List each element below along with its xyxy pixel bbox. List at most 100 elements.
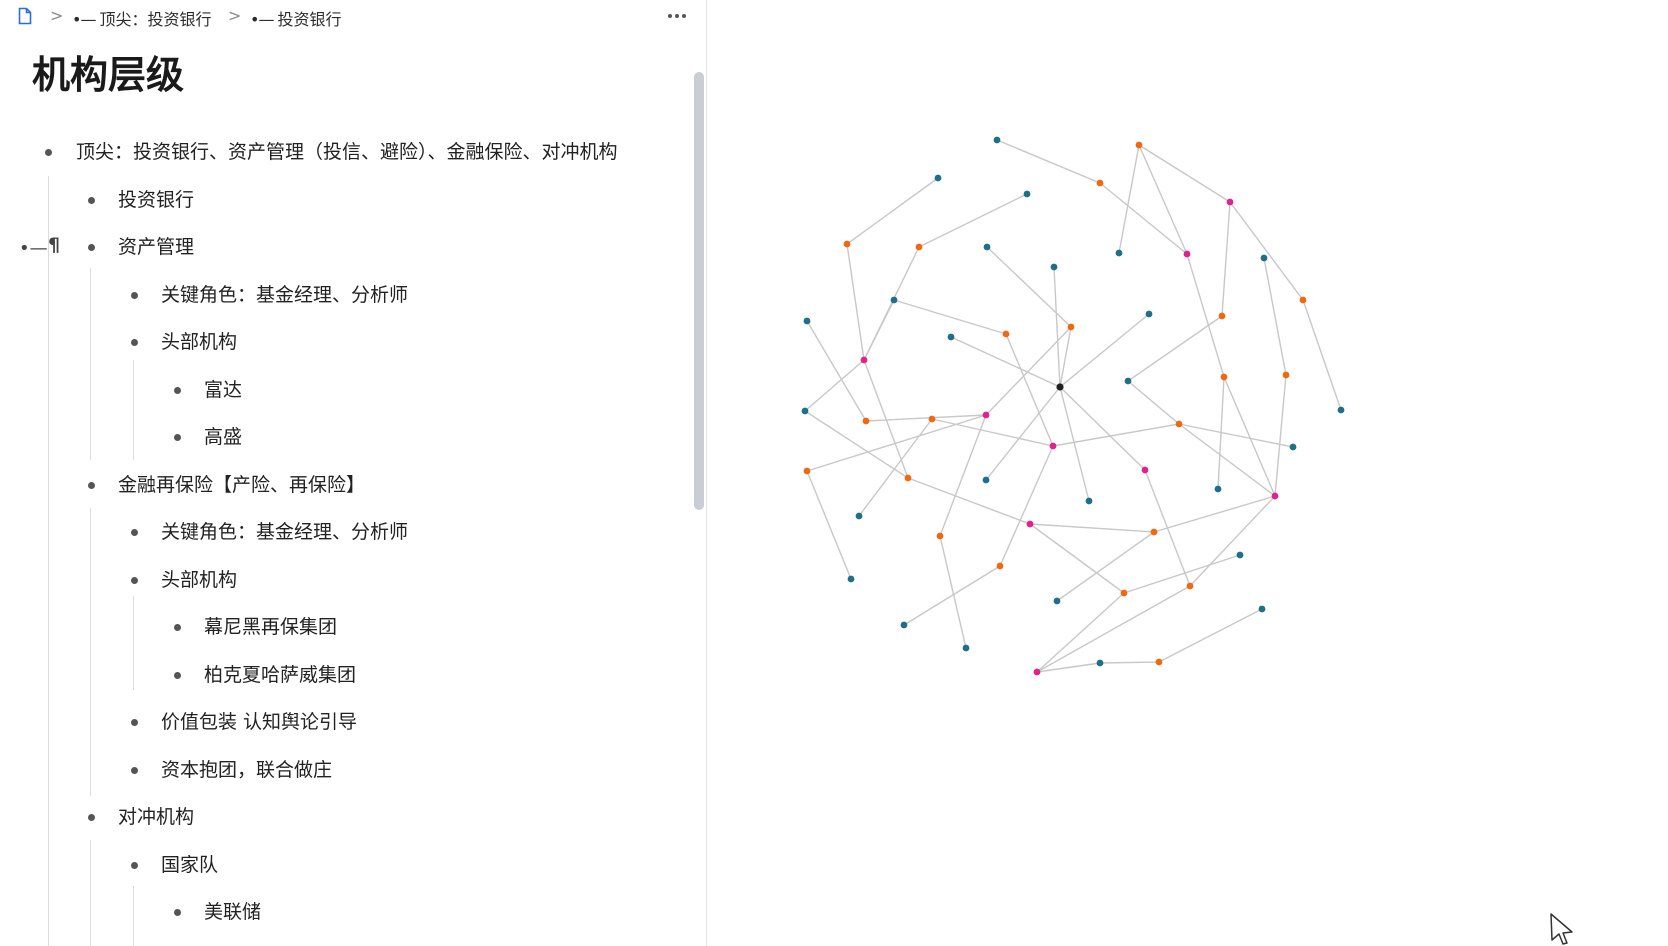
graph-node[interactable] [1124,377,1132,385]
graph-node[interactable] [915,243,923,251]
graph-node[interactable] [947,333,955,341]
bullet-icon[interactable] [131,719,138,726]
outline-item[interactable]: 富达 [0,370,690,410]
graph-node[interactable] [900,621,908,629]
outline-item[interactable]: 顶尖：投资银行、资产管理（投信、避险）、金融保险、对冲机构 [0,132,690,172]
bullet-icon[interactable] [88,481,95,489]
graph-node[interactable] [1186,582,1194,590]
bullet-icon[interactable] [174,671,181,679]
graph-node[interactable] [1236,551,1244,559]
graph-node[interactable] [855,512,863,520]
graph-node[interactable] [1175,420,1183,428]
graph-node[interactable] [1096,179,1104,187]
graph-center-node[interactable] [1056,383,1064,391]
graph-node[interactable] [1135,141,1143,149]
outline-item[interactable]: 资产管理 [0,227,690,267]
bullet-icon[interactable] [174,386,181,394]
breadcrumb-item[interactable]: •—投资银行 [250,6,341,30]
breadcrumb-item[interactable]: •—顶尖：投资银行 [72,6,211,30]
graph-node[interactable] [801,407,809,415]
outline-item[interactable]: 金融再保险【产险、再保险】 [0,465,690,505]
graph-node[interactable] [803,467,811,475]
graph-node[interactable] [1053,597,1061,605]
graph-node[interactable] [928,415,936,423]
graph-node[interactable] [1115,249,1123,257]
paragraph-icon[interactable]: ¶ [48,234,61,256]
graph-node[interactable] [1282,371,1290,379]
graph-node[interactable] [1067,323,1075,331]
graph-node[interactable] [1337,406,1345,414]
graph-node[interactable] [860,356,868,364]
graph-node[interactable] [1220,373,1228,381]
bullet-icon[interactable] [131,529,138,536]
outline-item[interactable]: 关键角色：基金经理、分析师 [0,512,690,552]
graph-node[interactable] [1085,497,1093,505]
graph-node[interactable] [1258,605,1266,613]
graph-node[interactable] [1026,520,1034,528]
graph-edge [1178,423,1276,497]
graph-node[interactable] [1033,668,1041,676]
outline-item[interactable]: 头部机构 [0,560,690,600]
graph-node[interactable] [1218,312,1226,320]
relationship-graph[interactable] [707,0,1668,946]
outline-item[interactable]: 美联储 [0,892,690,932]
graph-node[interactable] [1214,485,1222,493]
document-icon[interactable] [18,7,32,25]
graph-node[interactable] [962,644,970,652]
outline-item[interactable]: 关键角色：基金经理、分析师 [0,275,690,315]
graph-node[interactable] [982,476,990,484]
bullet-icon[interactable] [131,576,138,584]
outline-item[interactable]: 投资银行 [0,180,690,220]
graph-node[interactable] [1050,263,1058,271]
bullet-icon[interactable] [45,149,52,156]
outline-item[interactable]: 价值包装 认知舆论引导 [0,702,690,742]
graph-node[interactable] [843,240,851,248]
bullet-icon[interactable] [88,196,95,204]
graph-node[interactable] [1049,442,1057,450]
scrollbar[interactable] [694,72,704,510]
graph-node[interactable] [1150,528,1158,536]
graph-node[interactable] [1120,589,1128,597]
graph-node[interactable] [936,532,944,540]
bullet-icon[interactable] [174,624,181,631]
bullet-icon[interactable] [131,339,138,346]
bullet-icon[interactable] [174,434,181,441]
graph-node[interactable] [1002,330,1010,338]
graph-node[interactable] [862,417,870,425]
more-options-icon[interactable] [668,12,690,20]
bullet-icon[interactable] [131,766,138,774]
graph-node[interactable] [1096,659,1104,667]
graph-node[interactable] [1271,492,1279,500]
graph-node[interactable] [983,243,991,251]
graph-node[interactable] [803,317,811,325]
bullet-icon[interactable] [88,814,95,821]
bullet-icon[interactable] [131,291,138,299]
bullet-icon[interactable] [174,909,181,916]
outline-item[interactable]: 头部机构 [0,322,690,362]
outline-item[interactable]: 资本抱团，联合做庄 [0,750,690,790]
graph-node[interactable] [847,575,855,583]
graph-node[interactable] [1289,443,1297,451]
outline-item[interactable]: 幕尼黑再保集团 [0,607,690,647]
graph-node[interactable] [1260,254,1268,262]
bullet-icon[interactable] [131,861,138,869]
graph-node[interactable] [993,136,1001,144]
graph-node[interactable] [890,296,898,304]
graph-node[interactable] [904,474,912,482]
graph-node[interactable] [1226,198,1234,206]
graph-node[interactable] [1141,466,1149,474]
graph-node[interactable] [1145,310,1153,318]
outline-item[interactable]: 柏克夏哈萨威集团 [0,655,690,695]
graph-node[interactable] [1155,658,1163,666]
outline-item[interactable]: 高盛 [0,417,690,457]
graph-node[interactable] [1023,190,1031,198]
graph-node[interactable] [934,174,942,182]
drag-handle-icon[interactable]: •— [19,238,48,259]
graph-node[interactable] [982,411,990,419]
outline-item[interactable]: 对冲机构 [0,797,690,837]
outline-item[interactable]: 国家队 [0,845,690,885]
graph-node[interactable] [1183,250,1191,258]
graph-node[interactable] [1299,296,1307,304]
graph-node[interactable] [996,562,1004,570]
bullet-icon[interactable] [88,244,95,251]
